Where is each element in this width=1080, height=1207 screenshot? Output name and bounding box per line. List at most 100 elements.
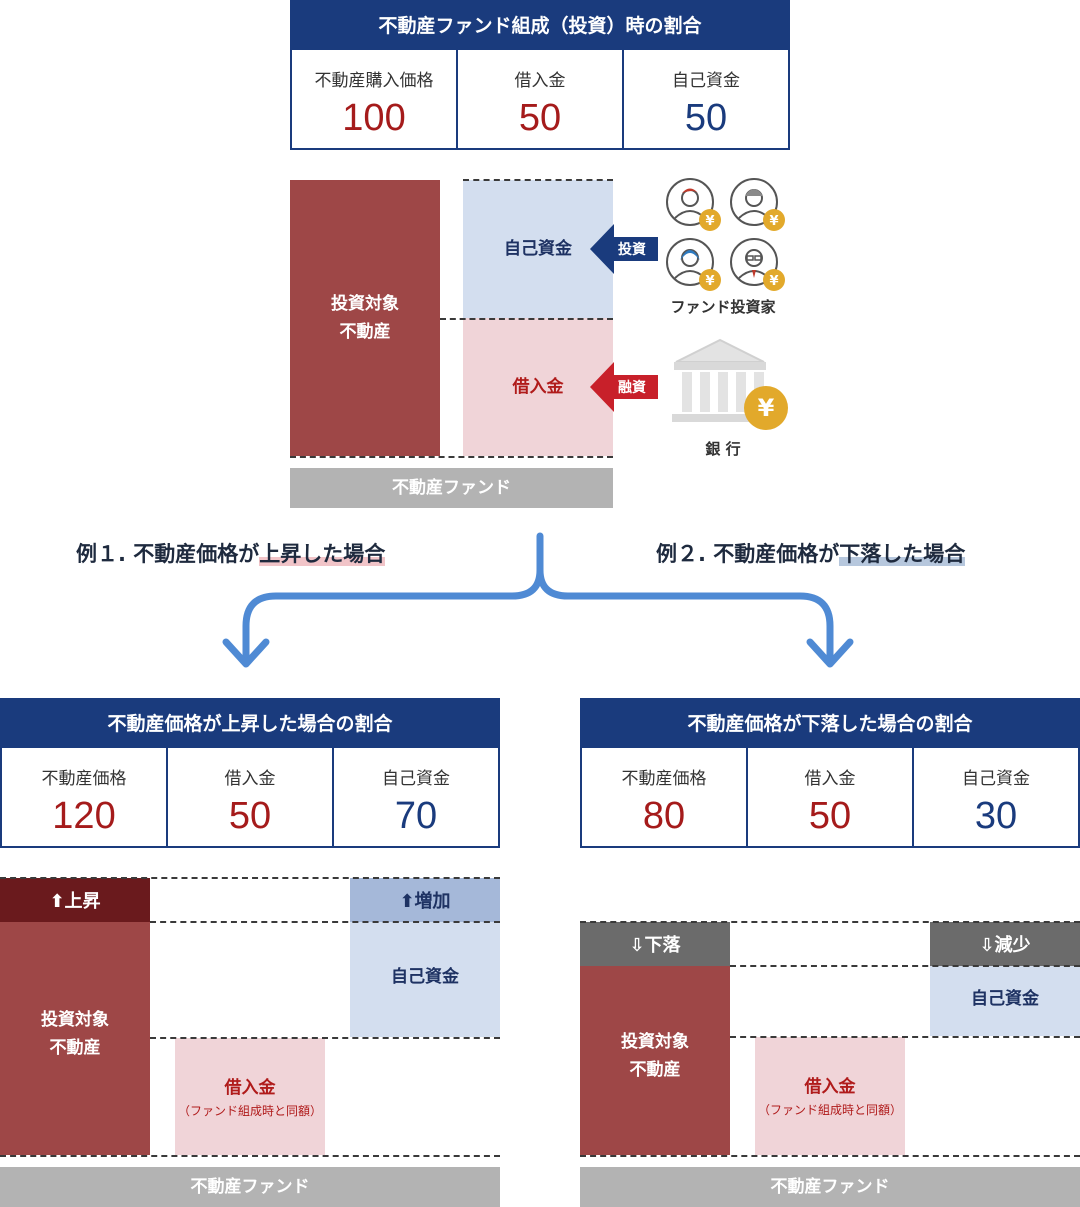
yen-glyph: ¥ [705, 274, 714, 289]
cell-label: 借入金 [804, 769, 856, 789]
loan-block [175, 1038, 325, 1155]
divider [0, 877, 500, 879]
arrow-down-icon [222, 638, 270, 668]
cell-loan: 借入金 50 [456, 50, 622, 148]
cell-property-price: 不動産価格 80 [582, 748, 746, 846]
cell-equity: 自己資金 50 [622, 50, 788, 148]
cell-label: 自己資金 [672, 71, 740, 91]
fall-ratio-table: 不動産価格が下落した場合の割合 不動産価格 80 借入金 50 自己資金 30 [580, 698, 1080, 848]
example1-suffix: した場合 [301, 542, 386, 566]
cell-value: 30 [974, 795, 1018, 837]
cell-loan: 借入金 50 [746, 748, 912, 846]
divider [463, 179, 613, 181]
cell-value: 80 [642, 795, 686, 837]
example2-highlight: 下落 [839, 542, 882, 566]
equity-block [463, 180, 613, 318]
loan-block [755, 1037, 905, 1155]
example1-title: 例１. 不動産価格が上昇した場合 [76, 538, 386, 568]
divider [580, 1155, 1080, 1157]
example1-prefix: 例１. 不動産価格が [76, 542, 260, 566]
cell-equity: 自己資金 70 [332, 748, 498, 846]
asset-label-line2: 不動産 [49, 1038, 101, 1058]
cell-value: 100 [342, 97, 406, 139]
table-title: 不動産価格が下落した場合の割合 [582, 700, 1078, 748]
cell-value: 70 [394, 795, 438, 837]
table-title: 不動産価格が上昇した場合の割合 [2, 700, 498, 748]
bank-label: 銀 行 [705, 440, 741, 458]
asset-label: 投資対象不動産 [580, 966, 730, 1146]
fund-bar: 不動産ファンド [580, 1167, 1080, 1207]
cell-property-price: 不動産価格 120 [2, 748, 166, 846]
asset-label-line1: 投資対象 [331, 294, 399, 314]
yen-glyph: ¥ [769, 274, 778, 289]
equity-label: 自己資金 [971, 989, 1039, 1009]
cell-label: 不動産価格 [41, 769, 127, 789]
divider [730, 1036, 1080, 1038]
equity-label: 自己資金 [391, 967, 459, 987]
loan-sub-text: （ファンド組成時と同額） [177, 1103, 322, 1118]
asset-label-line2: 不動産 [339, 322, 391, 342]
yen-glyph: ¥ [705, 214, 714, 229]
rise-ratio-table: 不動産価格が上昇した場合の割合 不動産価格 120 借入金 50 自己資金 70 [0, 698, 500, 848]
loan-sub-text: （ファンド組成時と同額） [757, 1103, 902, 1117]
formation-ratio-table: 不動産ファンド組成（投資）時の割合 不動産購入価格 100 借入金 50 自己資… [290, 0, 790, 150]
asset-block [290, 180, 440, 456]
loan-label-text: 借入金 [224, 1077, 276, 1098]
fund-bar: 不動産ファンド [0, 1167, 500, 1207]
investor-person-icon: ¥ [666, 238, 721, 291]
investor-person-icon: ¥ [730, 178, 785, 231]
asset-block [580, 966, 730, 1155]
branch-connector [222, 532, 854, 668]
invest-arrow-label: 投資 [618, 242, 646, 258]
example2-title: 例２. 不動産価格が下落した場合 [656, 538, 966, 568]
divider [730, 965, 1080, 967]
arrow-down-icon [806, 638, 854, 668]
bank-icon: ¥ [672, 338, 788, 430]
cell-value: 50 [228, 795, 272, 837]
cell-label: 不動産購入価格 [314, 71, 434, 91]
asset-label: 投資対象不動産 [290, 180, 440, 456]
cell-label: 自己資金 [962, 769, 1030, 789]
divider [150, 1037, 500, 1039]
equity-label: 自己資金 [504, 239, 572, 259]
invest-arrow-icon [590, 224, 658, 274]
cell-equity: 自己資金 30 [912, 748, 1078, 846]
divider [290, 456, 613, 458]
investor-person-icon: ¥ [666, 178, 721, 231]
asset-label-line1: 投資対象 [621, 1032, 689, 1052]
rise-tag: ⬆上昇 [0, 878, 150, 922]
cell-value: 50 [808, 795, 852, 837]
cell-value: 50 [518, 97, 562, 139]
asset-label-line2: 不動産 [629, 1060, 681, 1080]
divider [0, 1155, 500, 1157]
cell-purchase-price: 不動産購入価格 100 [292, 50, 456, 148]
equity-block [930, 966, 1080, 1036]
cell-label: 自己資金 [382, 769, 450, 789]
asset-block [0, 922, 150, 1155]
yen-glyph: ¥ [769, 214, 778, 229]
loan-label: 借入金 （ファンド組成時と同額） [175, 1038, 325, 1155]
cell-label: 借入金 [514, 71, 566, 91]
investor-person-icon: ¥ [730, 238, 785, 291]
loan-label: 借入金 [512, 377, 564, 397]
finance-arrow-icon [590, 362, 658, 412]
cell-label: 不動産価格 [621, 769, 707, 789]
investors-label: ファンド投資家 [670, 298, 776, 316]
example2-prefix: 例２. 不動産価格が [656, 542, 840, 566]
asset-label-line1: 投資対象 [41, 1010, 109, 1030]
finance-arrow-label: 融資 [618, 380, 646, 396]
yen-glyph: ¥ [758, 394, 775, 422]
loan-label: 借入金（ファンド組成時と同額） [755, 1037, 905, 1155]
divider [150, 921, 500, 923]
table-title: 不動産ファンド組成（投資）時の割合 [292, 2, 788, 50]
example2-suffix: した場合 [881, 542, 966, 566]
cell-label: 借入金 [224, 769, 276, 789]
cell-value: 50 [684, 97, 728, 139]
cell-loan: 借入金 50 [166, 748, 332, 846]
equity-block [350, 922, 500, 1037]
cell-value: 120 [52, 795, 116, 837]
asset-label: 投資対象不動産 [0, 922, 150, 1146]
fall-tag: ⇩下落 [580, 922, 730, 966]
fund-bar: 不動産ファンド [290, 468, 613, 508]
divider [580, 921, 1080, 923]
